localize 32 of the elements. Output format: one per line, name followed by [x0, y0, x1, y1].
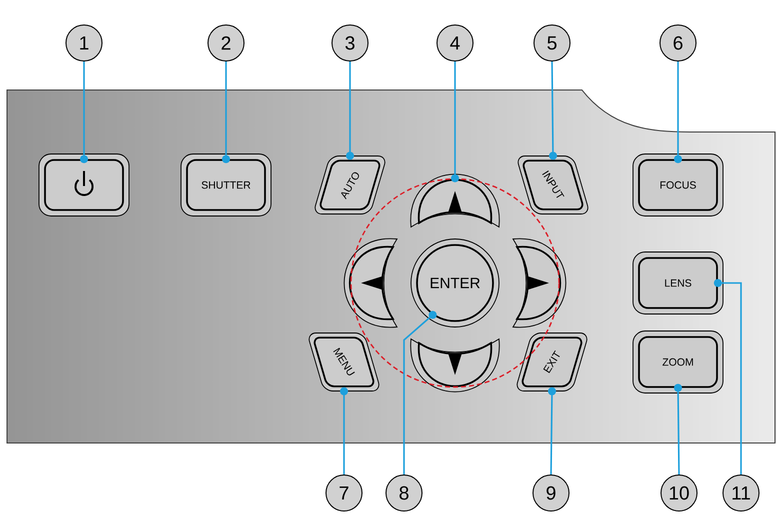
leader-line	[549, 62, 557, 160]
leader-line	[80, 62, 88, 164]
callout-number: 9	[532, 474, 570, 512]
panel-button: SHUTTER	[180, 154, 272, 216]
arrow-button	[410, 338, 500, 392]
panel-button: FOCUS	[632, 154, 724, 216]
callout-number: 1	[66, 24, 102, 62]
callout-number: 3	[332, 24, 368, 62]
callout-number: 4	[436, 24, 474, 62]
leader-line	[714, 279, 742, 474]
leader-line	[548, 387, 556, 475]
power-button	[38, 154, 130, 216]
leader-line	[340, 387, 348, 474]
panel-button: ZOOM	[632, 330, 724, 394]
leader-line	[346, 62, 354, 160]
callout-number: 8	[386, 474, 422, 512]
arrow-button	[344, 238, 398, 328]
callout-number: 11	[722, 474, 760, 512]
leader-line	[451, 62, 459, 182]
leader-line	[674, 384, 682, 475]
callout-number: 7	[326, 474, 362, 512]
arrow-button	[410, 174, 500, 228]
panel-button: LENS	[632, 252, 724, 314]
callout-number: 2	[208, 24, 244, 62]
callout-number: 6	[660, 24, 696, 62]
arrow-button	[512, 238, 566, 328]
callout-number: 10	[660, 474, 698, 512]
leader-line	[403, 310, 437, 474]
enter-button: ENTER	[410, 238, 500, 328]
leader-line	[674, 62, 682, 164]
leader-line	[222, 62, 230, 164]
callout-number: 5	[534, 24, 570, 62]
